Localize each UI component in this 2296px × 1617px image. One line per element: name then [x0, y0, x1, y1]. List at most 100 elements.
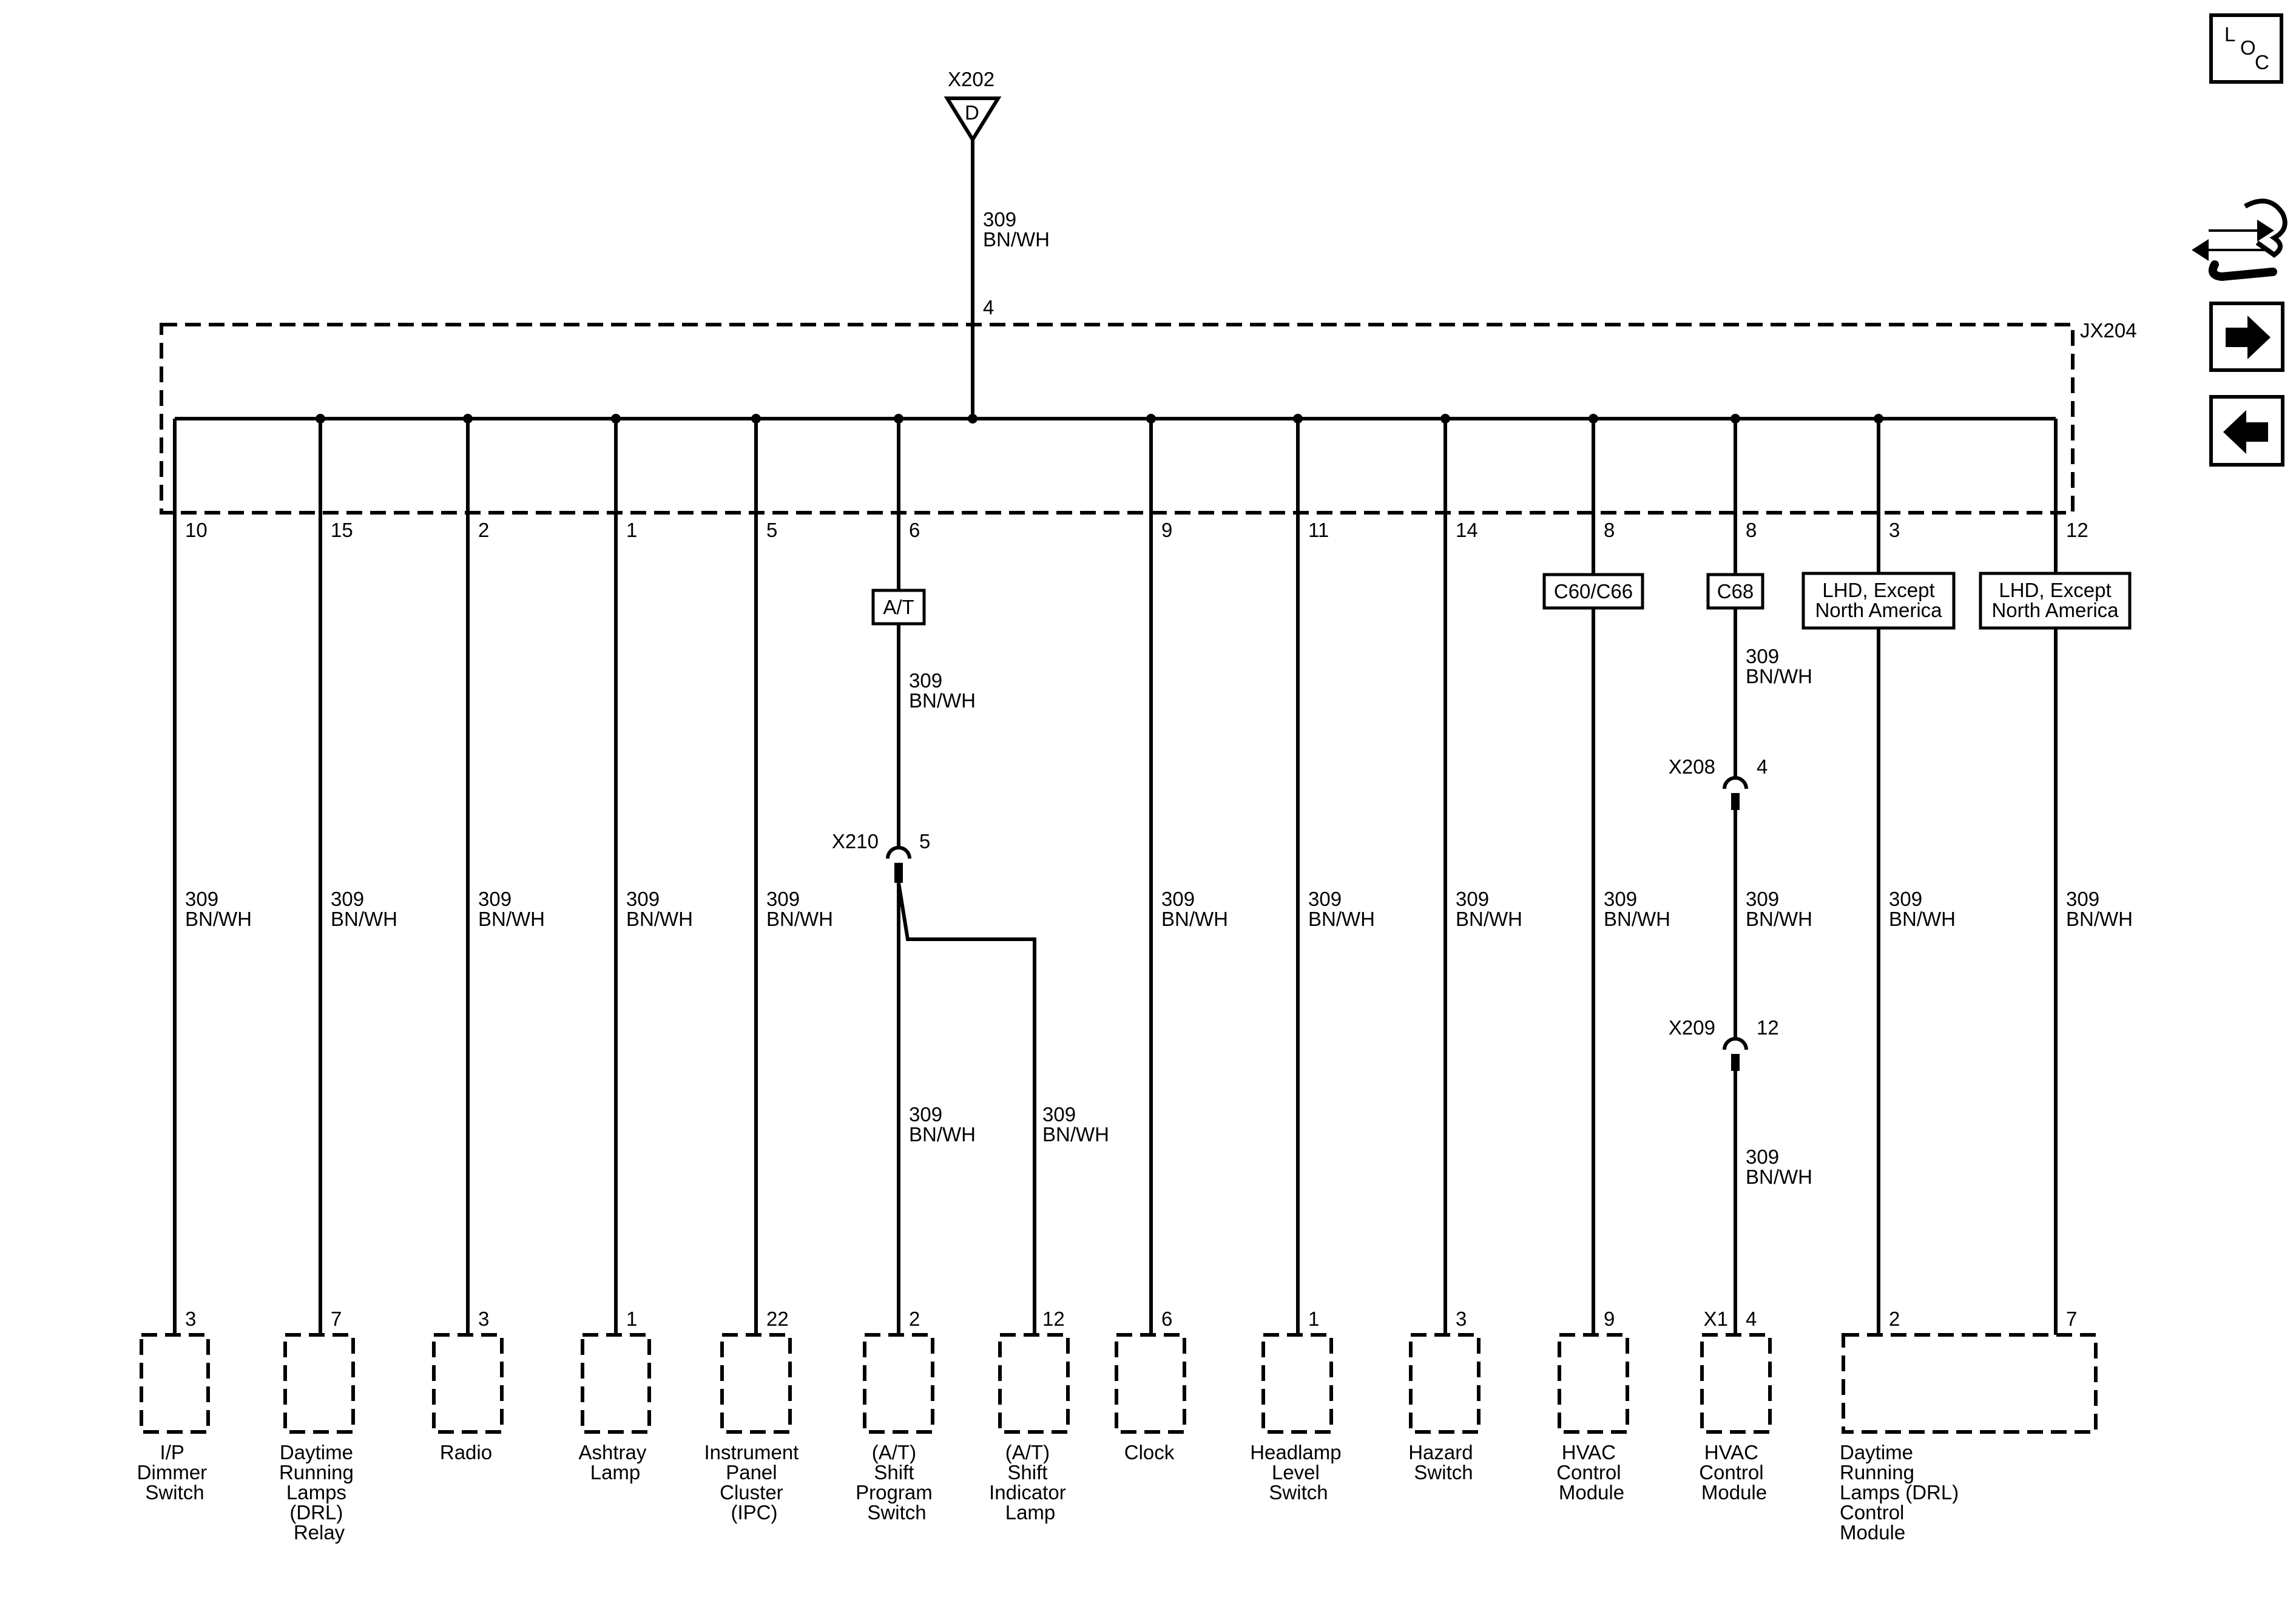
component-connector [140, 1333, 210, 1434]
branch-headlamp-level-switch: 11 309 BN/WH 1 Headlamp Level Switch [1250, 419, 1375, 1504]
previous-page-arrow-button[interactable] [2209, 395, 2284, 467]
branch-ip-dimmer-switch: 10 309 BN/WH 3 I/P Dimmer Switch [137, 419, 252, 1504]
splice-pin: 10 [185, 519, 208, 541]
wire-color: BN/WH [1161, 908, 1228, 930]
inline-connector-name: X209 [1669, 1016, 1715, 1039]
component-pin: 6 [1161, 1308, 1172, 1330]
wire-circuit: 309 [1308, 888, 1342, 910]
connector-end-view-icon[interactable] [2192, 198, 2288, 282]
component-pin: 3 [1456, 1308, 1467, 1330]
wire-circuit: 309 [2066, 888, 2099, 910]
left-arrow-icon [2223, 410, 2268, 454]
wire-color: BN/WH [766, 908, 833, 930]
component-name: HVAC Control Module [1699, 1441, 1769, 1504]
component-pin: 1 [1308, 1308, 1319, 1330]
component-name: HVAC Control Module [1556, 1441, 1627, 1504]
inline-connector-x209: X209 12 [1669, 1016, 1779, 1071]
splice-pin: 9 [1161, 519, 1172, 541]
inline-connector-pin: 4 [1757, 755, 1768, 778]
component-name: Daytime Running Lamps (DRL) Control Modu… [1840, 1441, 1964, 1544]
component-connector [1409, 1333, 1481, 1434]
component-pin: 22 [766, 1308, 789, 1330]
connector-triangle-icon [944, 96, 1002, 143]
branch-hvac-c60-c66: 8 C60/C66 309 BN/WH 9 HVAC Control Modul… [1542, 419, 1670, 1504]
component-connector [1261, 1333, 1333, 1434]
option-box-lhd-except-na [1801, 572, 1956, 630]
loc-button[interactable]: L O C [2209, 13, 2283, 84]
wire-circuit: 309 [909, 1103, 942, 1126]
drl-control-module-connector [1842, 1333, 2098, 1434]
wire-color: BN/WH [1604, 908, 1670, 930]
right-arrow-icon [2226, 316, 2271, 359]
wire-circuit: 309 [185, 888, 218, 910]
branch-at-shift-program-switch: 6 A/T 309 BN/WH X210 5 309 BN/WH 2 (A/T)… [832, 419, 1036, 1524]
component-connector [283, 1333, 355, 1434]
wire-circuit: 309 [1161, 888, 1195, 910]
splice-pin: 8 [1746, 519, 1757, 541]
splice-pin: 1 [626, 519, 637, 541]
component-connector [720, 1333, 792, 1434]
next-page-arrow-button[interactable] [2209, 302, 2284, 372]
component-connector [1115, 1333, 1186, 1434]
option-label: A/T [883, 596, 914, 618]
wire-circuit: 309 [478, 888, 512, 910]
component-pin: 7 [2066, 1308, 2077, 1330]
branch-clock: 9 309 BN/WH 6 Clock [1115, 419, 1228, 1463]
branch-instrument-panel-cluster: 5 309 BN/WH 22 Instrument Panel Cluster … [704, 419, 833, 1524]
splice-pack-label: JX204 [2080, 319, 2137, 342]
option-box-lhd-except-na [1979, 572, 2132, 630]
component-name: Radio [440, 1441, 492, 1463]
wire-circuit: 309 [909, 669, 942, 692]
branch-drl-relay: 15 309 BN/WH 7 Daytime Running Lamps (DR… [279, 419, 397, 1544]
component-name: (A/T) Shift Program Switch [856, 1441, 938, 1524]
component-connector-name: X1 [1704, 1308, 1728, 1330]
component-pin: 12 [1042, 1308, 1065, 1330]
feed-wire-circuit: 309 [983, 208, 1016, 231]
component-connector [1558, 1333, 1629, 1434]
wire-color: BN/WH [1746, 1166, 1812, 1188]
branch-hazard-switch: 14 309 BN/WH 3 Hazard Switch [1408, 419, 1522, 1484]
splice-pin: 14 [1456, 519, 1478, 541]
component-pin: 3 [185, 1308, 196, 1330]
source-connector-label: X202 [948, 68, 994, 90]
component-name: Daytime Running Lamps (DRL) Relay [279, 1441, 359, 1544]
component-name: Clock [1124, 1441, 1175, 1463]
wire-circuit: 309 [1042, 1103, 1076, 1126]
branch-at-shift-indicator-lamp: 309 BN/WH 12 (A/T) Shift Indicator Lamp [989, 1103, 1109, 1524]
component-pin: 9 [1604, 1308, 1615, 1330]
option-label: C60/C66 [1554, 580, 1633, 603]
component-connector [432, 1333, 504, 1434]
option-label-line2: North America [1815, 599, 1942, 621]
splice-pin: 5 [766, 519, 777, 541]
option-label-line2: North America [1991, 599, 2119, 621]
wire-color: BN/WH [909, 1123, 976, 1146]
wire-color: BN/WH [1308, 908, 1375, 930]
source-terminal-label: D [965, 101, 979, 124]
splice-pin: 12 [2066, 519, 2088, 541]
wire-color: BN/WH [909, 689, 976, 712]
option-label: C68 [1717, 580, 1754, 603]
wire-color: BN/WH [478, 908, 545, 930]
option-label-line1: LHD, Except [1999, 579, 2111, 601]
component-pin: 2 [1889, 1308, 1900, 1330]
wire-circuit: 309 [1889, 888, 1922, 910]
splice-pin: 2 [478, 519, 489, 541]
wire-circuit: 309 [1746, 1146, 1779, 1168]
component-name: (A/T) Shift Indicator Lamp [989, 1441, 1072, 1524]
inline-connector-name: X210 [832, 830, 879, 852]
component-name: Ashtray Lamp [578, 1441, 652, 1484]
inline-connector-pin: 12 [1757, 1016, 1779, 1039]
wire-circuit: 309 [1746, 888, 1779, 910]
wire-circuit: 309 [626, 888, 660, 910]
wire-color: BN/WH [1746, 908, 1812, 930]
wire-color: BN/WH [2066, 908, 2133, 930]
component-connector [998, 1333, 1070, 1434]
loc-letter-c: C [2255, 51, 2269, 73]
inline-connector-name: X208 [1669, 755, 1715, 778]
component-name: I/P Dimmer Switch [137, 1441, 213, 1504]
component-name: Headlamp Level Switch [1250, 1441, 1347, 1504]
wire-circuit: 309 [1604, 888, 1637, 910]
option-box-at [871, 589, 926, 626]
splice-pin: 15 [331, 519, 353, 541]
